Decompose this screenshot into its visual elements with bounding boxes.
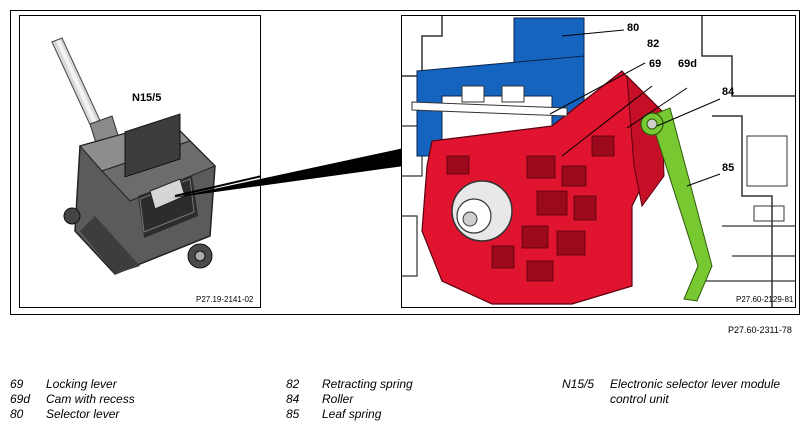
detail-view-panel: 80 82 69 69d 84 85 P27.60-2129-81: [401, 15, 796, 308]
left-figure-id: P27.19-2141-02: [196, 295, 254, 304]
right-figure-id: P27.60-2129-81: [736, 295, 794, 304]
selector-module-illustration: [51, 37, 260, 275]
legend-column-2: 82 Retracting spring 84 Roller 85 Leaf s…: [286, 377, 536, 422]
legend-item: 80 Selector lever: [10, 407, 260, 422]
legend-description: Retracting spring: [322, 377, 413, 391]
legend-item: 82 Retracting spring: [286, 377, 536, 392]
legend-item-continued: control unit: [562, 392, 807, 407]
callout-80: 80: [627, 22, 640, 34]
module-photo-panel: N15/5 P27.19-2141-02: [19, 15, 261, 308]
legend-description: Leaf spring: [322, 407, 382, 421]
legend-number: 69d: [10, 392, 31, 406]
legend-item: 84 Roller: [286, 392, 536, 407]
legend-column-1: 69 Locking lever 69d Cam with recess 80 …: [10, 377, 260, 422]
legend-description: Selector lever: [46, 407, 120, 421]
legend-item: 85 Leaf spring: [286, 407, 536, 422]
legend-description: Roller: [322, 392, 354, 406]
detail-illustration: [402, 16, 795, 307]
legend-number: 84: [286, 392, 300, 406]
legend-item: 69 Locking lever: [10, 377, 260, 392]
legend-item: N15/5 Electronic selector lever module: [562, 377, 807, 392]
callout-69d: 69d: [678, 58, 697, 70]
legend-number: 85: [286, 407, 300, 421]
callout-84: 84: [722, 86, 735, 98]
legend-column-3: N15/5 Electronic selector lever module c…: [562, 377, 807, 407]
callout-85: 85: [722, 162, 735, 174]
callout-69: 69: [649, 58, 662, 70]
figure-reference: P27.60-2311-78: [728, 325, 792, 335]
callout-82: 82: [647, 38, 660, 50]
figure-frame: [10, 10, 800, 315]
legend-description-continued: control unit: [610, 392, 669, 406]
legend-number: 82: [286, 377, 300, 391]
legend-number: N15/5: [562, 377, 595, 391]
legend-number: 80: [10, 407, 24, 421]
legend-item: 69d Cam with recess: [10, 392, 260, 407]
legend-description: Cam with recess: [46, 392, 135, 406]
module-label: N15/5: [132, 92, 162, 104]
legend-description: Locking lever: [46, 377, 117, 391]
legend-number: 69: [10, 377, 24, 391]
legend-description: Electronic selector lever module: [610, 377, 781, 391]
